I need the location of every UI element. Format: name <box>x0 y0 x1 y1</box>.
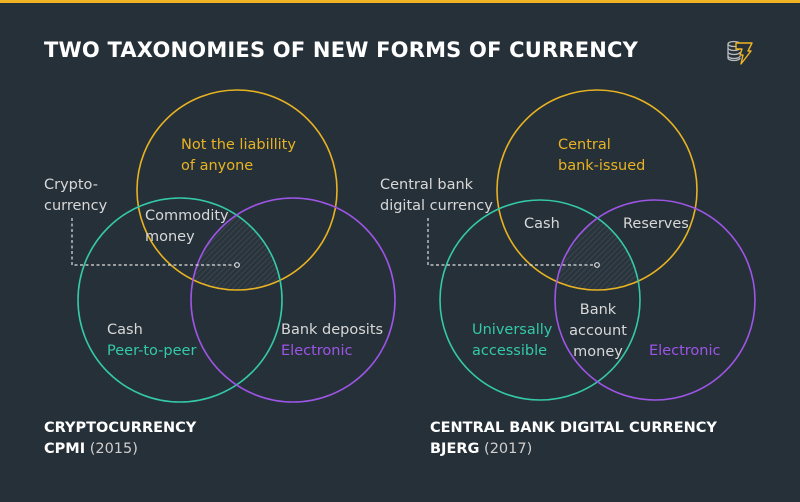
left-pointer-line <box>71 218 235 266</box>
label-line: Crypto- <box>44 177 98 193</box>
label-line: currency <box>44 198 108 214</box>
right-pointer-line <box>427 218 595 266</box>
left-yellow-label: Not the liabillity of anyone <box>181 135 296 177</box>
left-purple-circle <box>190 197 396 403</box>
right-cash-label: Cash <box>524 216 560 232</box>
top-accent-bar <box>0 0 800 3</box>
label-line: money <box>573 344 623 360</box>
caption-year: (2017) <box>484 441 533 457</box>
label-line: money <box>145 229 195 245</box>
right-purple-circle <box>554 199 756 401</box>
right-yellow-label: Central bank-issued <box>558 135 645 177</box>
label-line: Universally <box>472 322 553 338</box>
left-triple-overlap <box>191 198 282 290</box>
left-overlap-label: Commodity money <box>145 206 229 248</box>
left-yellow-circle <box>136 89 338 291</box>
label-line: Not the liabillity <box>181 137 296 153</box>
right-center-label: Bank account money <box>566 300 630 363</box>
coin-lightning-logo-icon <box>727 40 753 65</box>
right-purple-label: Electronic <box>649 343 721 359</box>
left-teal-label: Cash Peer-to-peer <box>107 320 196 362</box>
right-reserves-label: Reserves <box>623 216 689 232</box>
page-title: TWO TAXONOMIES OF NEW FORMS OF CURRENCY <box>44 38 639 62</box>
right-teal-circle <box>439 199 641 401</box>
right-pointer-label: Central bank digital currency <box>380 175 493 217</box>
label-line: Bank deposits <box>281 322 384 338</box>
caption-source: CPMI <box>44 441 86 457</box>
label-line: accessible <box>472 343 548 359</box>
left-pointer-label: Crypto- currency <box>44 175 107 217</box>
right-pointer-dot <box>594 262 600 268</box>
label-line: Central <box>558 137 611 153</box>
left-teal-circle <box>77 197 283 403</box>
caption-title: CENTRAL BANK DIGITAL CURRENCY <box>430 420 717 436</box>
label-line: Bank <box>579 302 617 318</box>
label-line: bank-issued <box>558 158 646 174</box>
right-triple-overlap <box>555 200 640 290</box>
left-purple-label: Bank deposits Electronic <box>281 320 383 362</box>
label-line: account <box>569 323 627 339</box>
caption-year: (2015) <box>89 441 138 457</box>
right-teal-label: Universally accessible <box>472 320 552 362</box>
label-line: Cash <box>107 322 143 338</box>
label-line: Commodity <box>145 208 229 224</box>
caption-title: CRYPTOCURRENCY <box>44 420 197 436</box>
left-caption: CRYPTOCURRENCY CPMI (2015) <box>44 418 196 460</box>
label-line: Electronic <box>281 343 353 359</box>
right-yellow-circle <box>496 89 698 291</box>
label-line: of anyone <box>181 158 254 174</box>
left-pointer-dot <box>234 262 240 268</box>
label-line: digital currency <box>380 198 493 214</box>
caption-source: BJERG <box>430 441 480 457</box>
right-caption: CENTRAL BANK DIGITAL CURRENCY BJERG (201… <box>430 418 717 460</box>
label-line: Central bank <box>380 177 474 193</box>
label-line: Peer-to-peer <box>107 343 197 359</box>
